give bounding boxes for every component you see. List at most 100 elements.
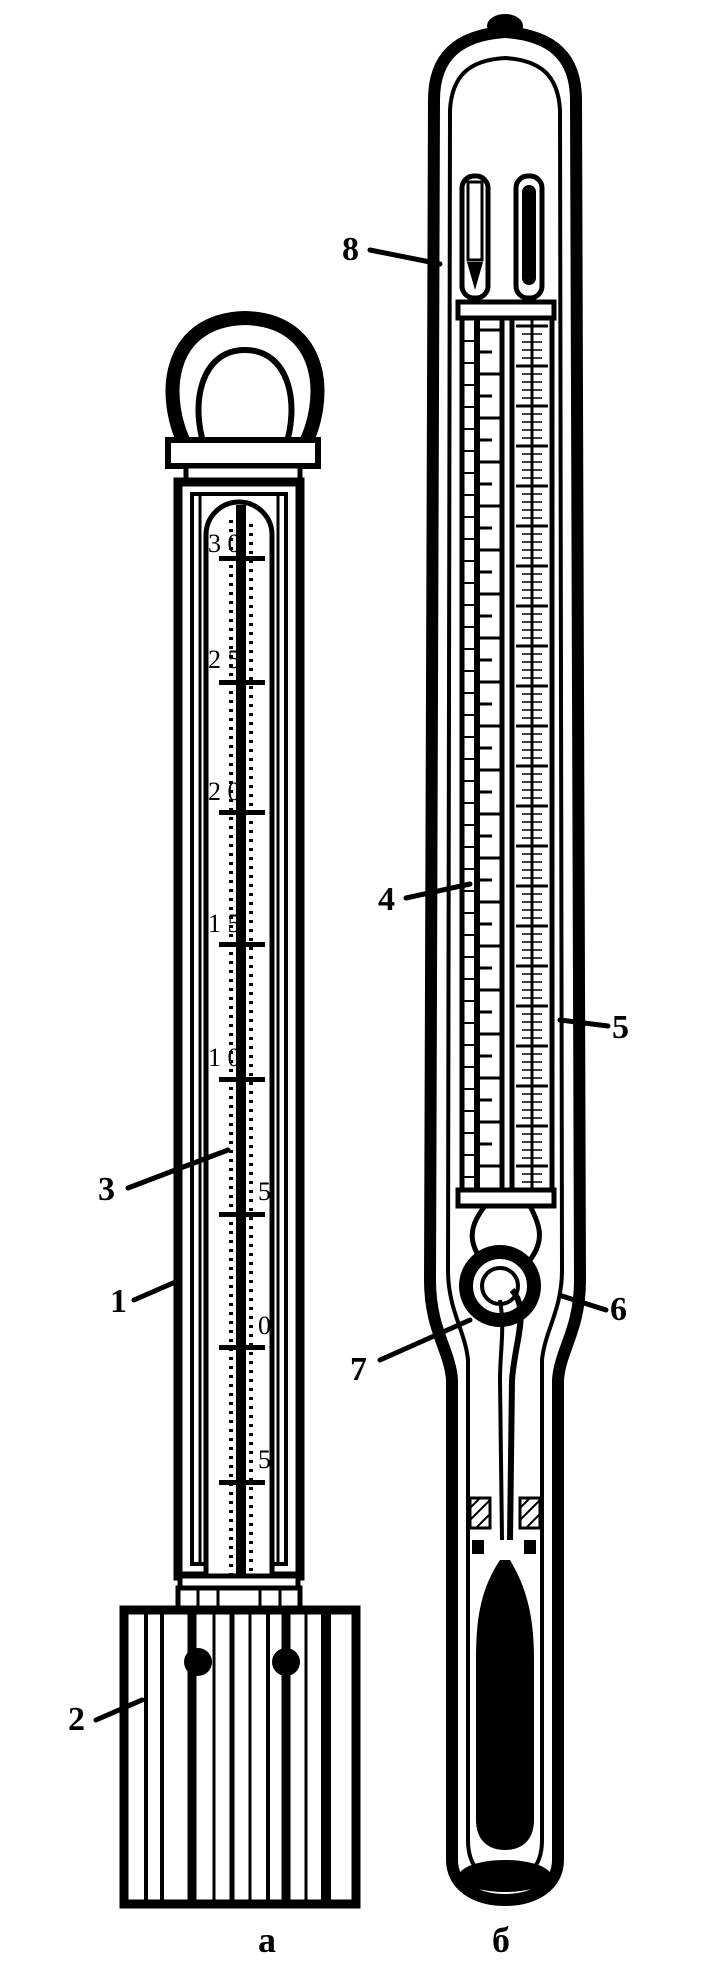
scale-label: 1 0 [208, 1043, 241, 1072]
capillary-mark [229, 934, 233, 937]
capillary-mark [229, 871, 233, 874]
scale-label: 1 5 [208, 909, 241, 938]
capillary-mark [229, 727, 233, 730]
cup-rivet [272, 1648, 300, 1676]
capillary-mark [249, 1343, 253, 1346]
capillary-mark [229, 1123, 233, 1126]
capillary-mark [229, 637, 233, 640]
callout-labels: 1 2 3 4 5 6 7 8 [68, 231, 629, 1738]
capillary-mark [229, 1114, 233, 1117]
capillary-mark [249, 1496, 253, 1499]
capillary-mark [229, 1231, 233, 1234]
capillary-mark [229, 1168, 233, 1171]
capillary-mark [229, 1267, 233, 1270]
capillary-mark [229, 1087, 233, 1090]
capillary-mark [229, 646, 233, 649]
capillary-mark [249, 614, 253, 617]
capillary-mark [249, 659, 253, 662]
caption-b: б [492, 1920, 510, 1960]
capillary-mark [249, 1163, 253, 1166]
capillary-mark [249, 1505, 253, 1508]
capillary-mark [249, 794, 253, 797]
left-column-ticks [462, 328, 500, 1178]
capillary-mark [229, 520, 233, 523]
capillary-mark [229, 1438, 233, 1441]
capillary-mark [249, 1064, 253, 1067]
capillary-mark [249, 920, 253, 923]
scale-label: 0 [258, 1311, 271, 1340]
capillary-mark [249, 650, 253, 653]
capillary-mark [249, 1280, 253, 1283]
bottom-bar [455, 1187, 557, 1209]
capillary-mark [249, 1145, 253, 1148]
capillary-mark [249, 875, 253, 878]
capillary-mark [229, 970, 233, 973]
capillary-mark [249, 1217, 253, 1220]
capillary-mark [249, 1289, 253, 1292]
capillary-mark [229, 1366, 233, 1369]
capillary-mark [229, 1303, 233, 1306]
capillary-mark [249, 1370, 253, 1373]
capillary-mark [229, 655, 233, 658]
capillary-mark [249, 740, 253, 743]
capillary-mark [229, 1546, 233, 1549]
capillary-mark [249, 1127, 253, 1130]
capillary-mark [249, 1379, 253, 1382]
cup-rivet [184, 1648, 212, 1676]
capillary-mark [229, 1015, 233, 1018]
capillary-mark [229, 1537, 233, 1540]
capillary-mark [249, 1253, 253, 1256]
callout-6: 6 [610, 1291, 627, 1328]
capillary-mark [229, 898, 233, 901]
capillary-mark [249, 1388, 253, 1391]
capillary-mark [229, 664, 233, 667]
capillary-mark [249, 938, 253, 941]
capillary-mark [249, 1352, 253, 1355]
capillary-mark [229, 1411, 233, 1414]
capillary-mark [249, 1037, 253, 1040]
capillary-mark [229, 781, 233, 784]
callout-8: 8 [342, 231, 359, 268]
callout-7: 7 [350, 1351, 367, 1388]
capillary-mark [229, 763, 233, 766]
capillary-mark [249, 1541, 253, 1544]
capillary-mark [249, 686, 253, 689]
capillary-mark [229, 952, 233, 955]
hanging-ring [165, 310, 325, 454]
capillary-mark [229, 1510, 233, 1513]
callout-1: 1 [110, 1283, 127, 1320]
capillary-mark [229, 1447, 233, 1450]
scale-label: 2 5 [208, 645, 241, 674]
capillary-mark [229, 1096, 233, 1099]
coil [459, 1245, 541, 1327]
capillary-mark [229, 1528, 233, 1531]
capillary-mark [249, 1082, 253, 1085]
capillary-mark [229, 1429, 233, 1432]
capillary-mark [249, 1109, 253, 1112]
capillary-mark [229, 1501, 233, 1504]
capillary-mark [229, 1420, 233, 1423]
capillary-mark [229, 628, 233, 631]
capillary-mark [249, 1514, 253, 1517]
capillary-mark [229, 709, 233, 712]
left-thermometer: 3 0 2 5 2 0 1 5 1 0 5 0 5 [119, 310, 361, 1909]
capillary-mark [249, 1001, 253, 1004]
capillary-mark [249, 1136, 253, 1139]
capillary-mark [249, 524, 253, 527]
capillary-mark [249, 1325, 253, 1328]
callout-2: 2 [68, 1701, 85, 1738]
capillary-mark [249, 569, 253, 572]
capillary-mark [229, 673, 233, 676]
scale-label: 3 0 [208, 529, 241, 558]
capillary-mark [229, 997, 233, 1000]
capillary-mark [229, 1024, 233, 1027]
scale-label: 2 0 [208, 777, 241, 806]
capillary-mark [229, 1141, 233, 1144]
capillary-mark [249, 1010, 253, 1013]
top-cap [165, 437, 321, 469]
capillary-mark [229, 1357, 233, 1360]
capillary-mark [229, 529, 233, 532]
capillary-mark [229, 601, 233, 604]
capillary-mark [249, 1442, 253, 1445]
